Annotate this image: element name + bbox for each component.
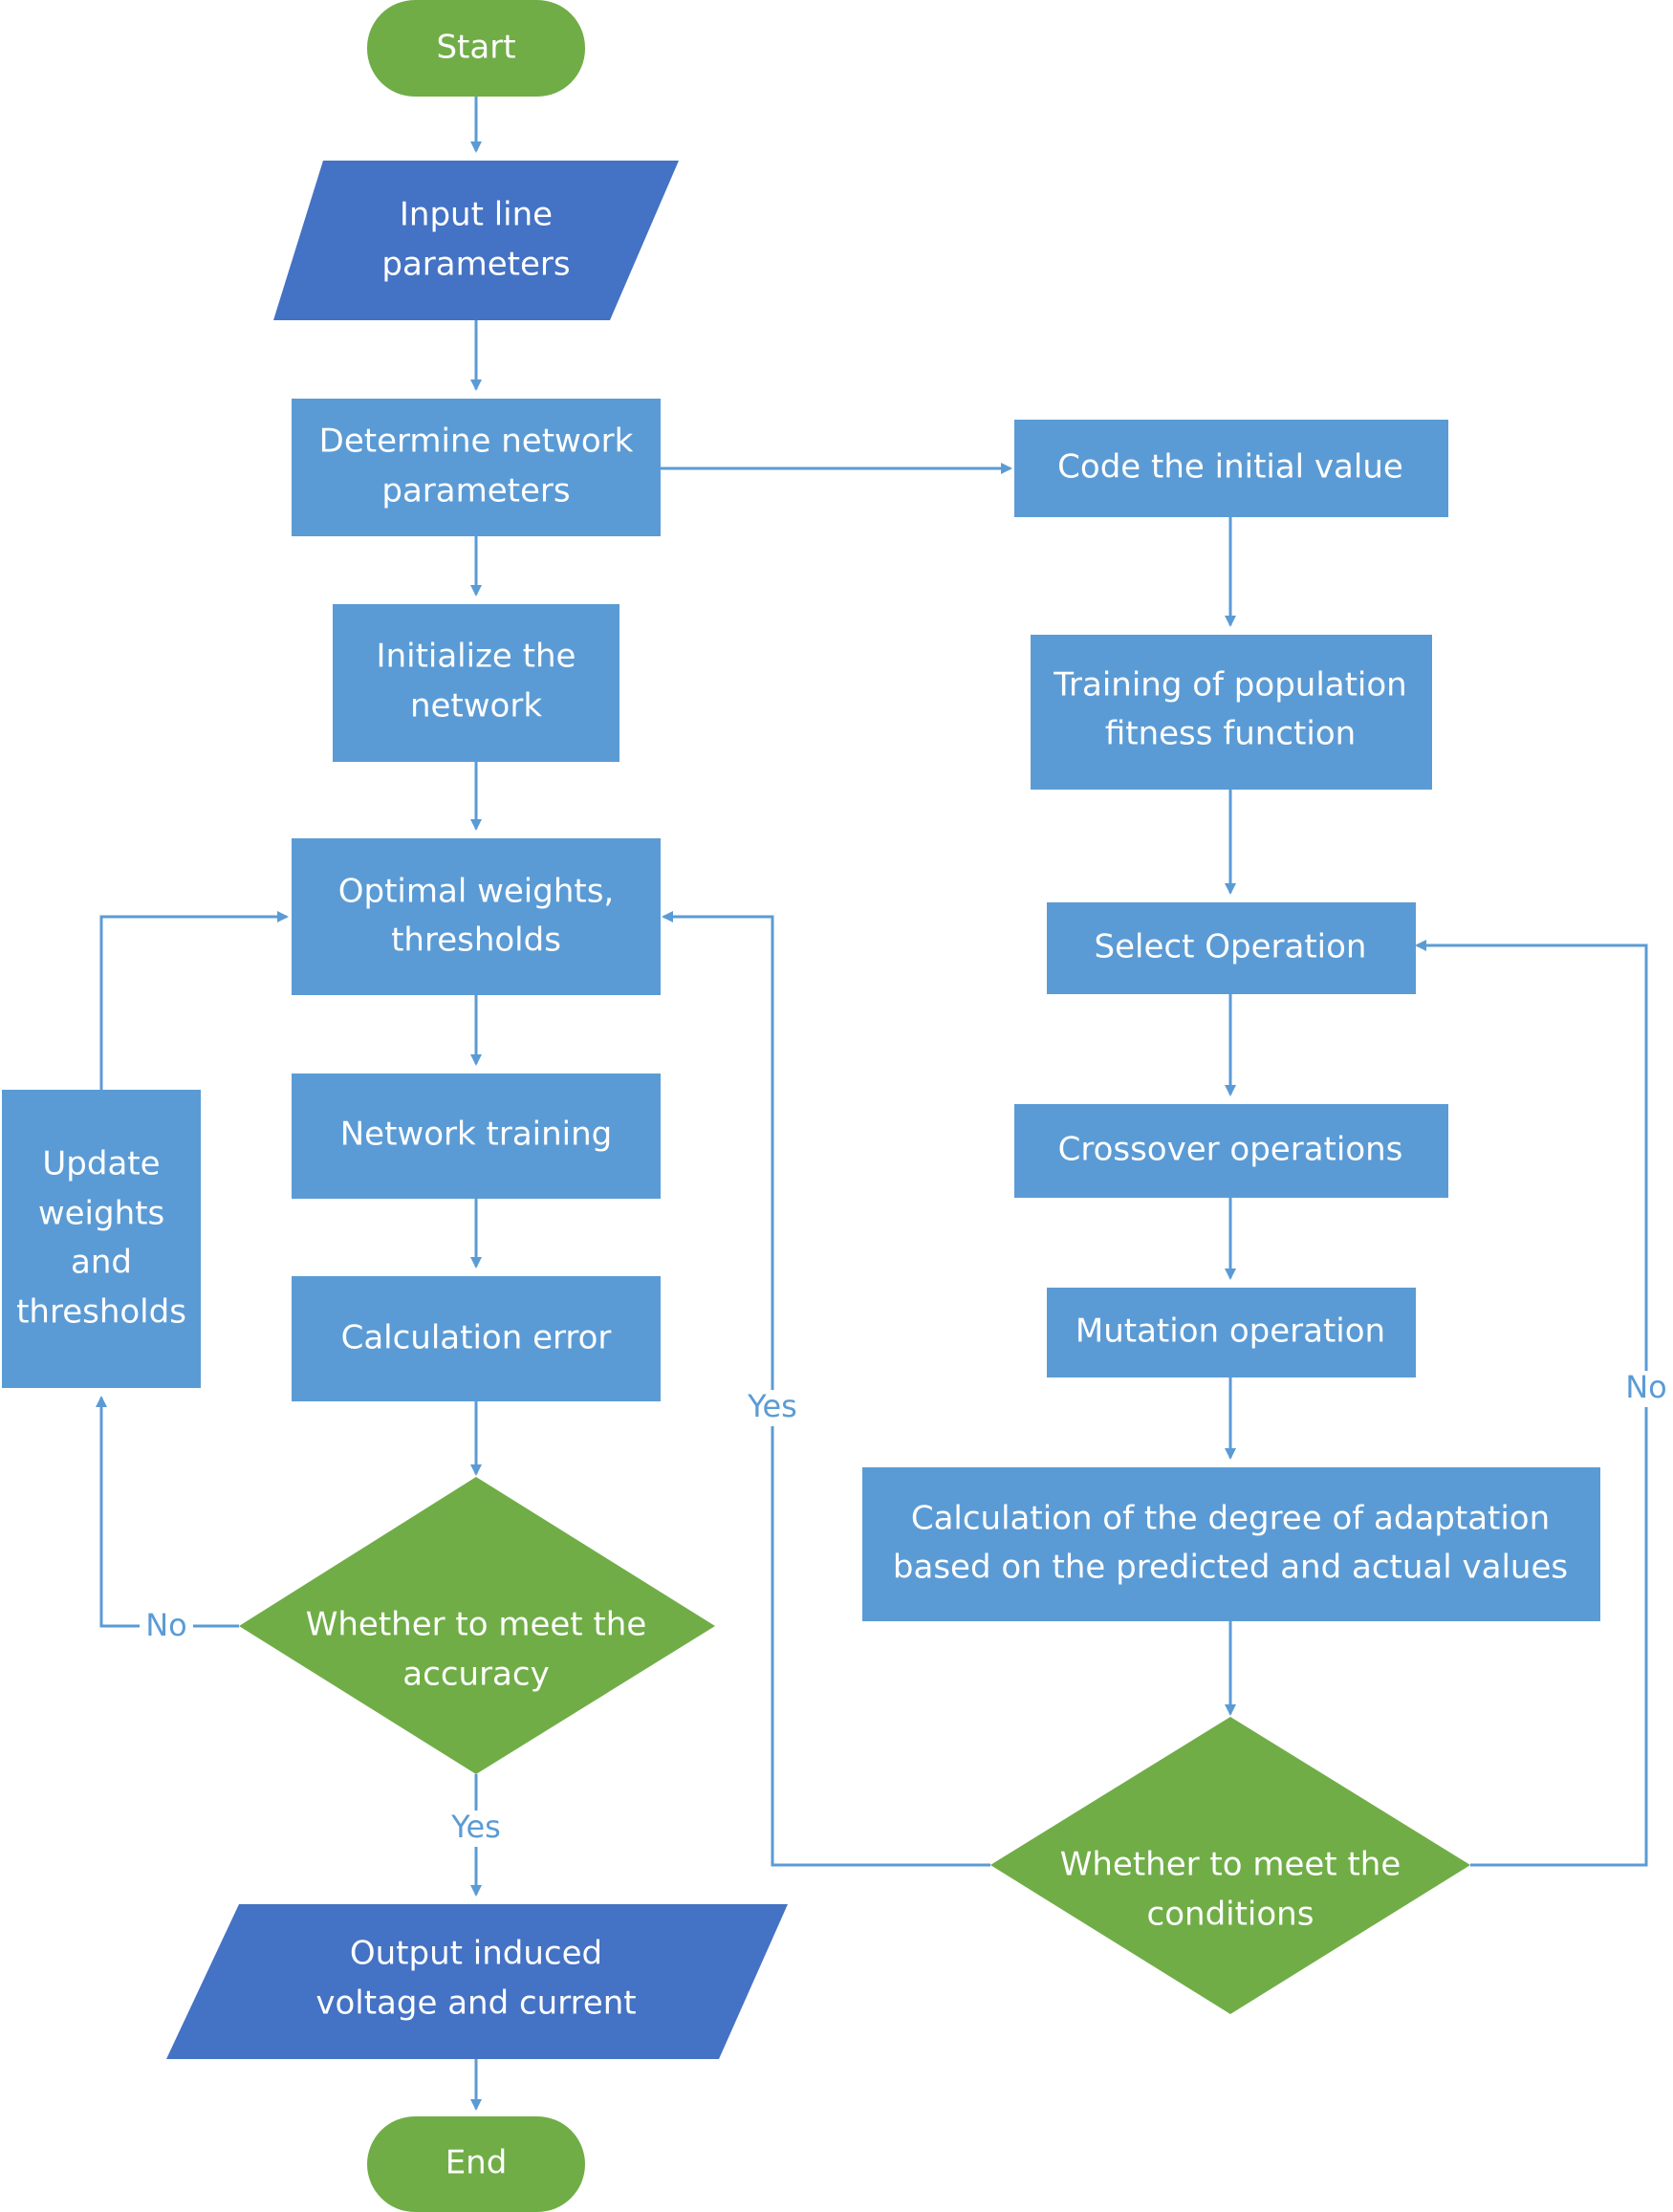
code-initial-process: [1014, 420, 1448, 517]
training-population-process: [1031, 635, 1432, 790]
nodes: Start Input line parameters Determine ne…: [2, 0, 1600, 2212]
calc-adaptation-process: [862, 1467, 1600, 1621]
optimal-weights-label-line1: Optimal weights,: [338, 873, 615, 911]
edge-accuracy-no-to-update: [96, 1396, 239, 1628]
end-terminal: [367, 2116, 585, 2212]
accuracy-decision-label-line2: accuracy: [402, 1656, 549, 1694]
output-voltage-label-line1: Output induced: [350, 1935, 602, 1973]
training-population-label-line1: Training of population: [1053, 666, 1406, 705]
mutation-process: [1047, 1288, 1416, 1377]
update-weights-label-line3: and: [71, 1244, 132, 1282]
start-terminal: [367, 0, 585, 97]
output-voltage-io: [166, 1904, 788, 2059]
accuracy-decision-label-line1: Whether to meet the: [306, 1606, 647, 1644]
output-voltage-label-line2: voltage and current: [315, 1984, 636, 2023]
crossover-process: [1014, 1104, 1448, 1198]
input-parameters-io: [273, 161, 679, 320]
label-conditions-no: No: [1625, 1369, 1667, 1405]
conditions-decision: [990, 1717, 1470, 2014]
determine-network-label-line2: parameters: [381, 472, 570, 510]
crossover-label: Crossover operations: [1058, 1131, 1403, 1169]
end-terminal-label: End: [445, 2144, 508, 2182]
determine-network-label-line1: Determine network: [319, 423, 634, 461]
edge-update-to-optimal: [99, 911, 289, 1090]
input-parameters-label-line1: Input line: [400, 196, 553, 234]
select-operation-process: [1047, 902, 1416, 994]
network-training-process: [292, 1073, 661, 1199]
update-weights-process: [2, 1090, 201, 1388]
start-terminal-label: Start: [436, 29, 515, 67]
initialize-network-process: [333, 604, 619, 762]
network-training-label: Network training: [340, 1116, 612, 1154]
training-population-label-line2: fitness function: [1105, 715, 1356, 753]
label-accuracy-no: No: [145, 1607, 187, 1643]
optimal-weights-label-line2: thresholds: [391, 922, 561, 960]
edge-conditions-no-to-select: [1415, 940, 1648, 1867]
calculation-error-label: Calculation error: [341, 1319, 612, 1357]
select-operation-label: Select Operation: [1095, 928, 1367, 966]
conditions-decision-label-line2: conditions: [1147, 1896, 1314, 1934]
optimal-weights-process: [292, 838, 661, 995]
update-weights-label-line1: Update: [42, 1145, 160, 1183]
calculation-error-process: [292, 1276, 661, 1401]
conditions-decision-label-line1: Whether to meet the: [1060, 1846, 1401, 1884]
mutation-label: Mutation operation: [1076, 1312, 1385, 1351]
code-initial-label: Code the initial value: [1057, 448, 1403, 487]
initialize-network-label-line1: Initialize the: [377, 638, 576, 676]
edges: [96, 97, 1648, 2111]
update-weights-label-line4: thresholds: [16, 1293, 186, 1332]
update-weights-label-line2: weights: [38, 1195, 164, 1233]
determine-network-process: [292, 399, 661, 536]
label-conditions-yes: Yes: [747, 1388, 797, 1424]
accuracy-decision: [239, 1477, 715, 1774]
input-parameters-label-line2: parameters: [381, 246, 570, 284]
calc-adaptation-label-line2: based on the predicted and actual values: [893, 1549, 1568, 1587]
calc-adaptation-label-line1: Calculation of the degree of adaptation: [911, 1500, 1550, 1538]
edge-labels: No Yes Yes No: [140, 1369, 1673, 1847]
edge-conditions-yes-to-optimal: [662, 911, 990, 1867]
initialize-network-label-line2: network: [410, 687, 542, 726]
label-accuracy-yes: Yes: [450, 1809, 501, 1845]
